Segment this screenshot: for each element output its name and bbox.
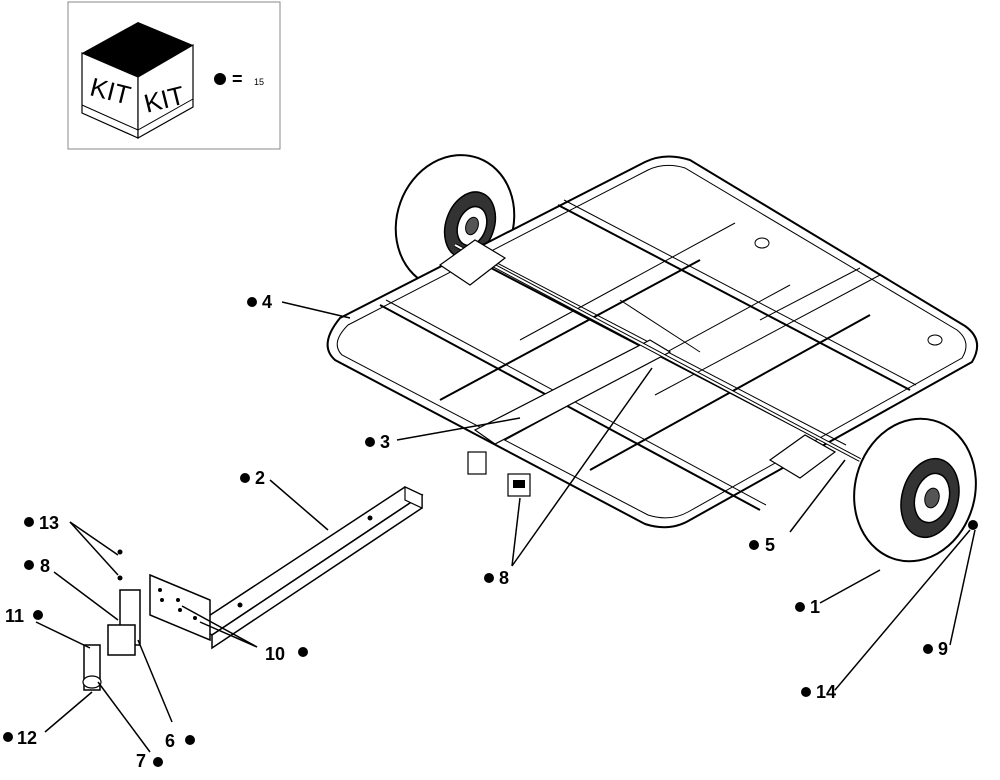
svg-text:2: 2	[255, 468, 265, 488]
svg-text:14: 14	[816, 682, 836, 702]
callout-10: 10	[265, 644, 308, 664]
svg-text:7: 7	[136, 751, 146, 771]
callout-1: 1	[795, 597, 820, 617]
leader-lines	[35, 301, 976, 753]
callout-5: 5	[749, 535, 775, 555]
callout-3: 3	[365, 432, 390, 452]
kit-box-top	[82, 22, 193, 77]
svg-text:4: 4	[262, 292, 272, 312]
callout-2: 2	[240, 468, 265, 488]
svg-text:11: 11	[5, 606, 24, 626]
callout-8b: 8	[484, 568, 509, 588]
kit-box-right-face	[137, 43, 194, 140]
callout-12: 12	[3, 728, 37, 748]
callouts: 1 2 3 4 5 6 7 8 8 9 10 11 12 13 14	[3, 292, 948, 771]
callout-11: 11	[5, 606, 43, 626]
kit-legend: KIT KIT = 15	[67, 1, 281, 150]
callout-8a: 8	[24, 556, 50, 576]
tongue	[82, 486, 424, 691]
kit-equals: =	[232, 69, 243, 89]
kit-bullet-icon	[214, 73, 226, 85]
svg-text:8: 8	[499, 568, 509, 588]
svg-text:3: 3	[380, 432, 390, 452]
svg-text:6: 6	[165, 731, 175, 751]
svg-text:9: 9	[938, 639, 948, 659]
svg-text:13: 13	[39, 513, 59, 533]
svg-text:10: 10	[265, 644, 285, 664]
svg-text:5: 5	[765, 535, 775, 555]
trailer-frame	[326, 155, 979, 529]
callout-7: 7	[136, 751, 163, 771]
callout-6: 6	[165, 731, 195, 751]
svg-text:1: 1	[810, 597, 820, 617]
callout-14: 14	[801, 682, 836, 702]
svg-text:8: 8	[40, 556, 50, 576]
callout-13: 13	[24, 513, 59, 533]
wheel-front	[853, 417, 978, 563]
callout-4: 4	[247, 292, 272, 312]
kit-part-number: 15	[254, 77, 264, 87]
callout-9: 9	[923, 639, 948, 659]
svg-text:12: 12	[17, 728, 37, 748]
